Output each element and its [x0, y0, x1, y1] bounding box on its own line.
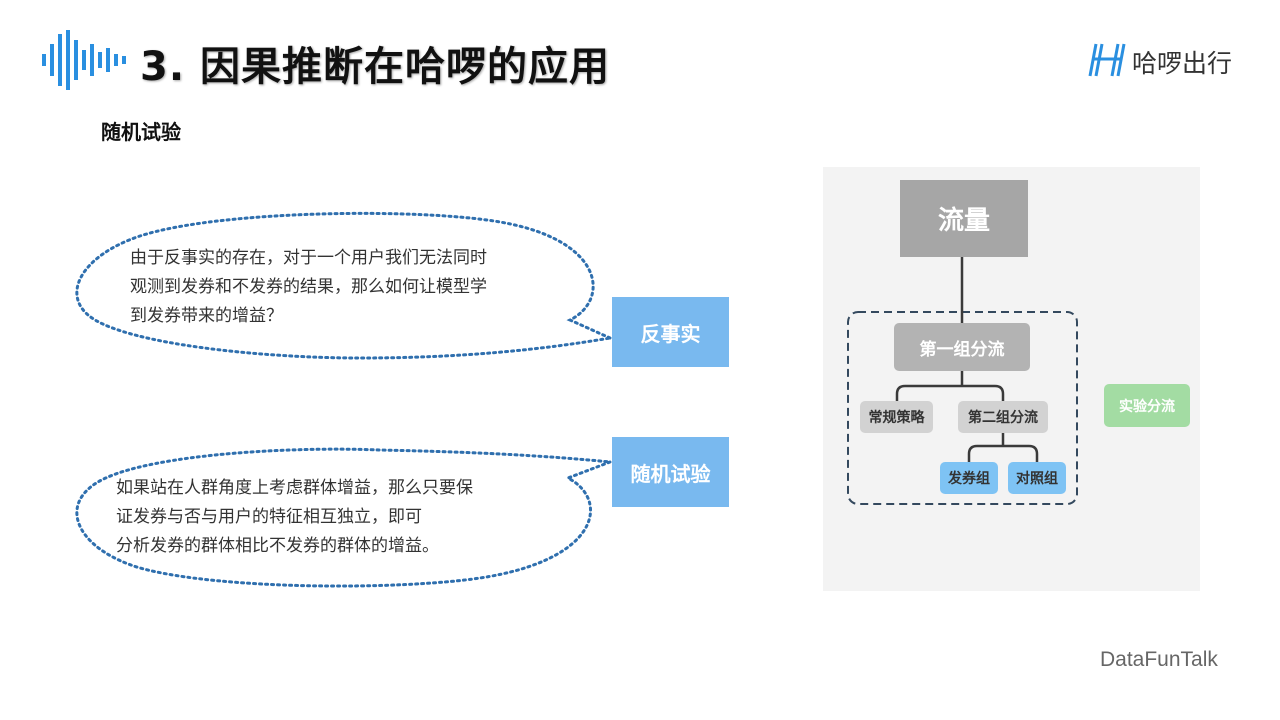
bubble-2-line-1: 如果站在人群角度上考虑群体增益，那么只要保: [116, 478, 473, 498]
sound-wave-bars-icon: [42, 30, 126, 90]
bubble-1-line-3: 到发券带来的增益？: [130, 306, 283, 326]
bubble-2-line-2: 证发券与否与用户的特征相互独立，即可: [116, 507, 422, 527]
bubble-1-line-2: 观测到发券和不发券的结果，那么如何让模型学: [130, 277, 487, 297]
node-second-split: 第二组分流: [958, 401, 1048, 433]
node-control-group: 对照组: [1008, 462, 1066, 494]
node-traffic: 流量: [900, 180, 1028, 257]
section-subtitle: 随机试验: [101, 120, 181, 144]
hellobike-h-logo-icon: [1088, 43, 1126, 77]
bubble-2-line-3: 分析发券的群体相比不发券的群体的增益。: [116, 536, 439, 556]
bubble-2-text: 如果站在人群角度上考虑群体增益，那么只要保 证发券与否与用户的特征相互独立，即可…: [116, 474, 556, 561]
node-coupon-group: 发券组: [940, 462, 998, 494]
bubble-1-text: 由于反事实的存在，对于一个用户我们无法同时 观测到发券和不发券的结果，那么如何让…: [130, 244, 570, 331]
brand-name: 哈啰出行: [1132, 49, 1233, 78]
bubble-1-line-1: 由于反事实的存在，对于一个用户我们无法同时: [130, 248, 487, 268]
node-first-split: 第一组分流: [894, 323, 1030, 371]
node-experiment-split: 实验分流: [1104, 384, 1190, 427]
page-title: 3. 因果推断在哈啰的应用: [140, 44, 610, 90]
counterfactual-tag: 反事实: [612, 297, 729, 367]
random-experiment-tag: 随机试验: [612, 437, 729, 507]
node-regular-strategy: 常规策略: [860, 401, 933, 433]
footer-watermark: DataFunTalk: [1100, 648, 1218, 671]
